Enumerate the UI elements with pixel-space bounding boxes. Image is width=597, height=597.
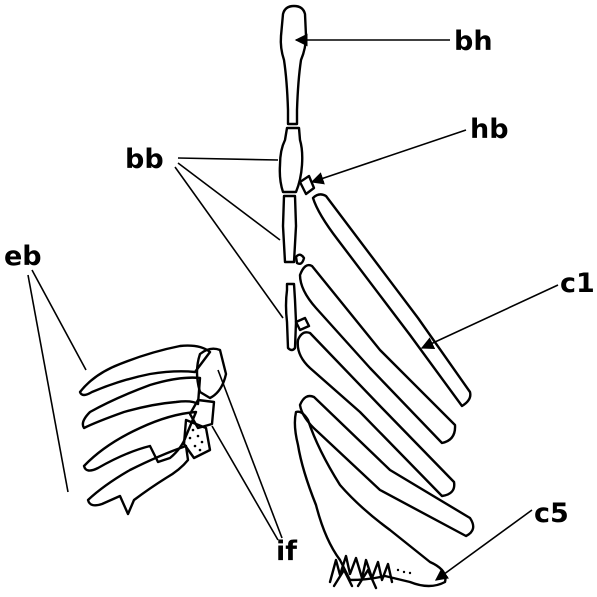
ceratobranchial-3 [298, 332, 455, 496]
bb-leader-3 [175, 167, 283, 318]
eb-leader-1 [32, 270, 86, 370]
bb-leader-1 [178, 158, 278, 160]
ceratobranchial-1 [313, 194, 470, 406]
stipple-dot [409, 572, 411, 574]
hb-leader [312, 130, 466, 182]
small-nub-2 [296, 255, 304, 264]
hypobranchial [300, 176, 314, 194]
label-if: if [276, 536, 297, 567]
label-bh: bh [454, 26, 493, 57]
c1-leader [422, 285, 558, 348]
epibranchial-2 [83, 378, 200, 428]
label-c5: c5 [534, 498, 569, 529]
label-hb: hb [470, 114, 509, 145]
bb-leader-2 [178, 163, 280, 240]
eb-leader-2 [28, 275, 68, 492]
label-eb: eb [4, 241, 42, 272]
label-bb: bb [125, 144, 164, 175]
basibranchial-2 [283, 196, 296, 262]
basihyal-bone [281, 6, 306, 124]
cartilage-stipple [189, 429, 204, 452]
small-nub-3 [296, 318, 309, 330]
c5-leader [436, 510, 532, 580]
stipple-dot [397, 569, 399, 571]
label-c1: c1 [560, 268, 595, 299]
ceratobranchial-5 [295, 412, 446, 586]
stipple-dot [403, 571, 405, 573]
basibranchial-3 [286, 284, 296, 350]
infrapharyngobranchial-1 [197, 349, 226, 398]
